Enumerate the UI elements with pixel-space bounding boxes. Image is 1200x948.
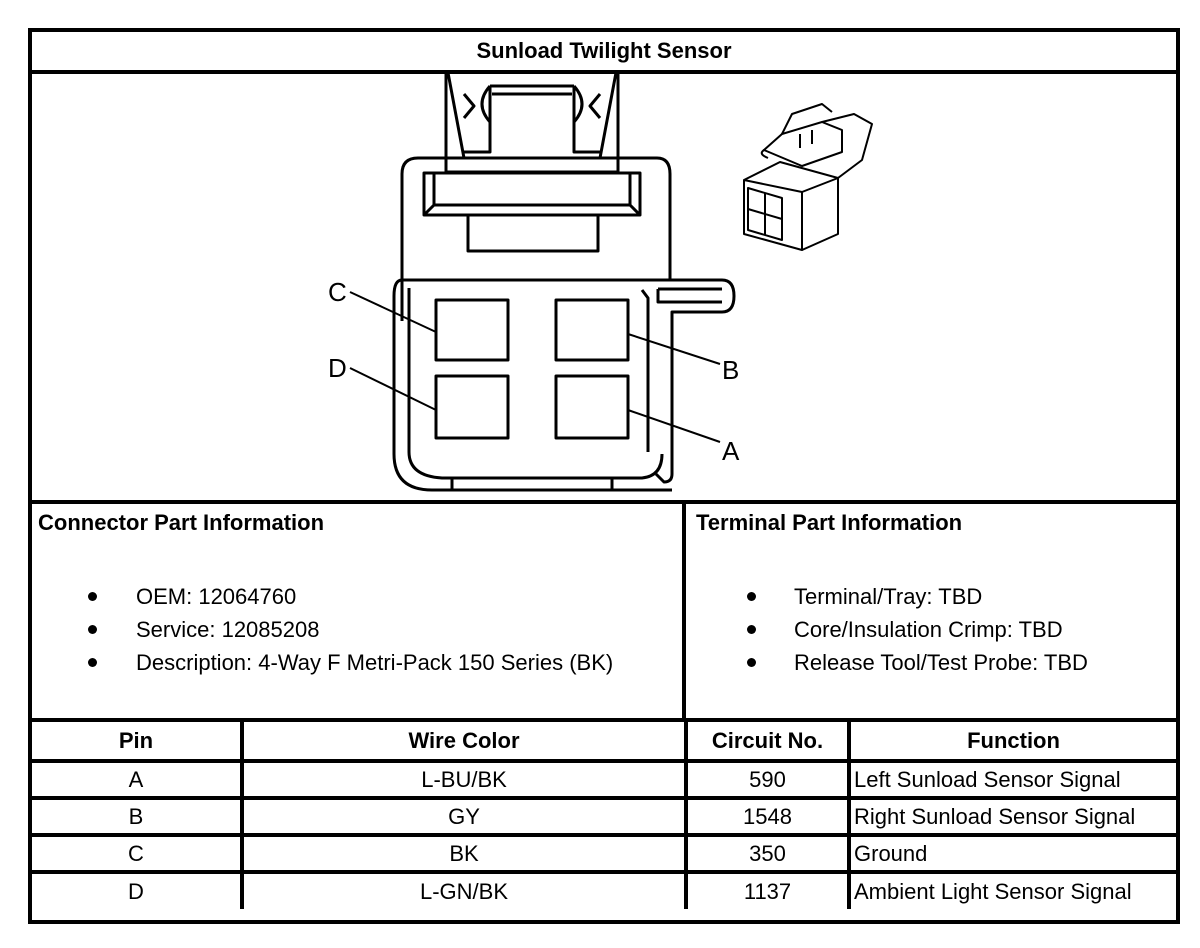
header-function: Function xyxy=(847,718,1176,761)
pin-table: Pin Wire Color Circuit No. Function A L-… xyxy=(32,718,1176,909)
cell-circuit-no: 1548 xyxy=(684,796,849,835)
cell-function: Ground xyxy=(847,833,1176,872)
connector-figure: C D B A xyxy=(32,74,1176,504)
terminal-part-info: Terminal Part Information Terminal/Tray:… xyxy=(690,504,1176,718)
terminal-info-list: Terminal/Tray: TBD Core/Insulation Crimp… xyxy=(690,580,1088,679)
cell-wire-color: GY xyxy=(240,796,686,835)
connector-info-item: Description: 4-Way F Metri-Pack 150 Seri… xyxy=(32,646,613,679)
bullet-icon xyxy=(747,625,756,634)
cell-circuit-no: 1137 xyxy=(684,870,849,909)
pin-label-c: C xyxy=(328,277,347,307)
cell-function: Right Sunload Sensor Signal xyxy=(847,796,1176,835)
connector-sheet: Sunload Twilight Sensor xyxy=(28,28,1180,924)
table-header-row: Pin Wire Color Circuit No. Function xyxy=(32,718,1176,761)
cavity-b xyxy=(554,298,630,362)
bullet-icon xyxy=(88,592,97,601)
connector-info-list: OEM: 12064760 Service: 12085208 Descript… xyxy=(32,580,613,679)
pin-label-a: A xyxy=(722,436,740,466)
terminal-info-item: Release Tool/Test Probe: TBD xyxy=(690,646,1088,679)
connector-face-icon: C D B A xyxy=(328,74,873,492)
cell-function: Ambient Light Sensor Signal xyxy=(847,870,1176,909)
cell-pin: B xyxy=(32,796,242,835)
table-row: B GY 1548 Right Sunload Sensor Signal xyxy=(32,796,1176,835)
connector-info-item: Service: 12085208 xyxy=(32,613,613,646)
connector-info-heading: Connector Part Information xyxy=(38,510,325,535)
bullet-icon xyxy=(88,658,97,667)
cavity-a xyxy=(554,374,630,440)
pin-label-b: B xyxy=(722,355,739,385)
sheet-title: Sunload Twilight Sensor xyxy=(32,32,1176,74)
header-pin: Pin xyxy=(32,718,242,761)
table-row: A L-BU/BK 590 Left Sunload Sensor Signal xyxy=(32,759,1176,798)
cell-circuit-no: 590 xyxy=(684,759,849,798)
cell-pin: A xyxy=(32,759,242,798)
connector-info-item: OEM: 12064760 xyxy=(32,580,613,613)
cavity-d xyxy=(434,374,510,440)
connector-part-info: Connector Part Information OEM: 12064760… xyxy=(32,504,686,718)
pin-label-d: D xyxy=(328,353,347,383)
table-row: D L-GN/BK 1137 Ambient Light Sensor Sign… xyxy=(32,870,1176,909)
connector-isometric-icon xyxy=(743,103,873,251)
cell-wire-color: L-BU/BK xyxy=(240,759,686,798)
bullet-icon xyxy=(747,658,756,667)
cell-wire-color: BK xyxy=(240,833,686,872)
bullet-icon xyxy=(747,592,756,601)
bullet-icon xyxy=(88,625,97,634)
cell-circuit-no: 350 xyxy=(684,833,849,872)
cell-wire-color: L-GN/BK xyxy=(240,870,686,909)
header-circuit-no: Circuit No. xyxy=(684,718,849,761)
table-row: C BK 350 Ground xyxy=(32,833,1176,872)
cavity-c xyxy=(434,298,510,362)
connector-face-view xyxy=(349,74,736,492)
cell-pin: C xyxy=(32,833,242,872)
terminal-info-item: Terminal/Tray: TBD xyxy=(690,580,1088,613)
cell-function: Left Sunload Sensor Signal xyxy=(847,759,1176,798)
terminal-info-heading: Terminal Part Information xyxy=(696,510,963,535)
terminal-info-item: Core/Insulation Crimp: TBD xyxy=(690,613,1088,646)
cell-pin: D xyxy=(32,870,242,909)
header-wire-color: Wire Color xyxy=(240,718,686,761)
